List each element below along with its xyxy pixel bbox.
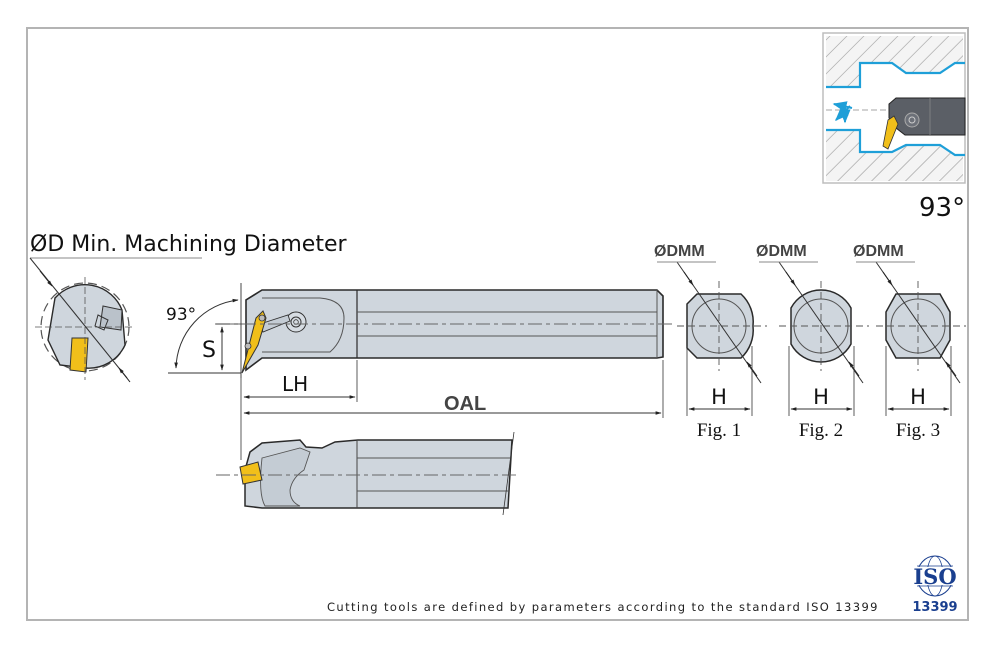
cross-section-fig-3: ØDMM H Fig. 3 bbox=[853, 243, 966, 441]
feed-direction-arrows-icon bbox=[832, 101, 853, 124]
diameter-label: ØDMM bbox=[756, 243, 807, 260]
end-view-min-diameter bbox=[29, 257, 135, 383]
s-dimension-label: S bbox=[202, 338, 216, 363]
iso-logo-text: ISO bbox=[913, 564, 956, 589]
cross-section-fig-1: ØDMM H Fig. 1 bbox=[654, 243, 767, 441]
s-dimension bbox=[215, 323, 242, 371]
diameter-label: ØDMM bbox=[654, 243, 705, 260]
figure-caption: Fig. 2 bbox=[799, 420, 843, 441]
drawing-frame bbox=[26, 27, 969, 621]
lh-dimension bbox=[243, 360, 358, 402]
section-profile bbox=[686, 293, 754, 359]
min-machining-diameter-label: ØD Min. Machining Diameter bbox=[30, 232, 348, 257]
h-label: H bbox=[813, 385, 829, 409]
inset-angle-label: 93° bbox=[919, 193, 965, 223]
lh-dimension-label: LH bbox=[282, 372, 308, 396]
iso-13399-logo: ISO 13399 bbox=[911, 555, 959, 615]
figure-caption: Fig. 3 bbox=[896, 420, 940, 441]
h-label: H bbox=[910, 385, 926, 409]
approach-angle-dimension bbox=[168, 283, 242, 378]
oal-dimension bbox=[240, 360, 664, 430]
approach-angle-label: 93° bbox=[166, 305, 196, 325]
iso-standard-note: Cutting tools are defined by parameters … bbox=[327, 600, 879, 614]
inset-boring-illustration bbox=[822, 32, 966, 184]
diameter-arrow bbox=[785, 271, 796, 286]
cross-section-fig-2: ØDMM H Fig. 2 bbox=[756, 243, 869, 441]
figure-caption: Fig. 1 bbox=[697, 420, 741, 441]
diameter-arrow bbox=[683, 271, 694, 286]
tool-side-view bbox=[216, 289, 675, 374]
h-label: H bbox=[711, 385, 727, 409]
oal-dimension-label: OAL bbox=[444, 393, 486, 415]
diameter-arrow bbox=[882, 271, 893, 286]
diameter-label: ØDMM bbox=[853, 243, 904, 260]
tool-top-view bbox=[216, 430, 520, 516]
iso-logo-number: 13399 bbox=[912, 600, 957, 615]
